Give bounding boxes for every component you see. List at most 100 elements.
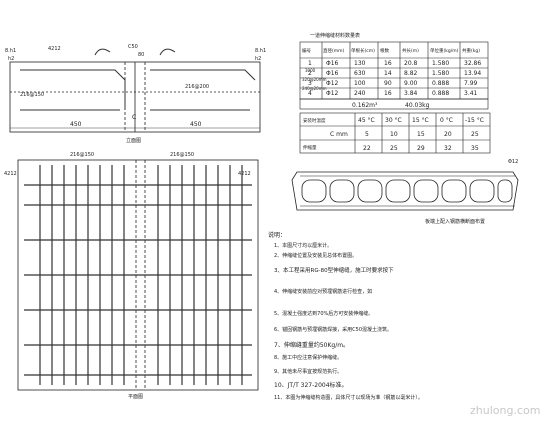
elev-center-mark: C — [132, 114, 136, 121]
schedule-cell: 100 — [354, 80, 366, 87]
schedule-cell: 3 — [308, 80, 312, 87]
temp-cell: 10 — [390, 131, 398, 138]
schedule-cell: 630 — [354, 70, 366, 77]
plan-label-4212-left: 4212 — [4, 171, 17, 177]
elev-label-216-200: 216@200 — [185, 84, 209, 90]
plan-view: 216@150 216@150 4212 4212 平面图 — [4, 152, 259, 400]
schedule-sub-label: 320@20mm — [302, 77, 327, 82]
plan-label-top-left: 216@150 — [70, 152, 94, 158]
elev-label-h1-left: 8.h1 — [5, 48, 16, 54]
temp-cell: 32 — [444, 145, 452, 152]
plan-label-4212-right: 4212 — [238, 171, 251, 177]
note-line: 11、本图为伸缩缝构造图，具体尺寸以现场为准（钢筋以毫米计）。 — [274, 395, 423, 401]
schedule-cell: 1 — [308, 60, 312, 67]
note-line: 8、施工中应注意保护伸缩缝。 — [274, 355, 343, 361]
elev-dim-left: 450 — [70, 121, 82, 128]
note-line: 10、JT/T 327-2004标准。 — [274, 382, 348, 389]
schedule-cell: 130 — [354, 60, 366, 67]
watermark: zhulong.com — [470, 404, 540, 417]
schedule-sub-label: 240@20mm — [302, 86, 327, 91]
material-schedule: 一道伸缩缝材料数量表 编号 直径(mm) 单根长(cm) 根数 共长(m) 单位… — [299, 32, 489, 110]
temp-row-label: C mm — [330, 131, 348, 138]
temp-cell: 35 — [471, 145, 479, 152]
notes-heading: 说明： — [268, 232, 287, 239]
elev-label-h2-left: h2 — [8, 56, 14, 62]
schedule-cell: Φ16 — [326, 70, 339, 77]
schedule-cell: 8.82 — [404, 70, 418, 77]
elev-dim-right: 450 — [190, 121, 202, 128]
schedule-cell: 2 — [308, 70, 312, 77]
temperature-table: 安装时温度 C mm 伸缩量 45 °C 30 °C 15 °C 0 °C -1… — [299, 112, 491, 154]
temp-cell: 30 °C — [385, 117, 402, 124]
plan-label-top-right: 216@150 — [170, 152, 194, 158]
temp-cell: 5 — [365, 131, 369, 138]
schedule-cell: 14 — [384, 70, 392, 77]
elev-label-4212: 4212 — [48, 46, 61, 52]
schedule-cell: Φ12 — [326, 90, 339, 97]
schedule-cell: 7.99 — [464, 80, 478, 87]
schedule-sub-label: 3000 — [305, 68, 316, 73]
schedule-cell: 3.41 — [464, 90, 478, 97]
schedule-total-weight: 40.03kg — [405, 102, 430, 109]
schedule-header-3: 根数 — [380, 47, 389, 54]
schedule-cell: 20.8 — [404, 60, 418, 67]
schedule-cell: 240 — [354, 90, 366, 97]
temp-row-label: 伸缩量 — [303, 144, 317, 151]
elev-label-h2-right: h2 — [255, 56, 261, 62]
note-line: 3、本工程采用RG-80型伸缩缝，施工时要求按下 — [274, 268, 394, 274]
elev-label-c50: C50 — [128, 44, 138, 50]
elevation-view: 8.h1 h2 4212 C50 80 216@150 216@200 8.h1… — [5, 44, 266, 144]
note-line: 5、混凝土强度达到70%后方可安装伸缩缝。 — [274, 311, 374, 317]
schedule-header-4: 共长(m) — [402, 47, 419, 54]
schedule-header-2: 单根长(cm) — [351, 47, 375, 54]
plan-rebar-horizontals — [24, 184, 252, 376]
schedule-cell: Φ12 — [326, 80, 339, 87]
note-line: 6、锚固钢筋与预埋钢筋焊接，采用C50混凝土浇筑。 — [274, 327, 393, 333]
temp-row-label: 安装时温度 — [303, 117, 326, 124]
schedule-grid — [299, 41, 489, 110]
temp-table-grid — [299, 112, 491, 154]
elevation-rebar — [20, 48, 256, 111]
note-line: 1、本图尺寸均以厘米计。 — [274, 243, 333, 249]
schedule-total-volume: 0.162m³ — [352, 102, 378, 109]
schedule-cell: 32.86 — [464, 60, 481, 67]
note-line: 7、伸缩缝重量约50Kg/m。 — [274, 342, 350, 349]
schedule-cell: 13.94 — [464, 70, 481, 77]
elevation-title: 立面图 — [126, 137, 141, 144]
schedule-cell: 9.00 — [404, 80, 418, 87]
note-line: 4、伸缩缝安装前应对预埋钢筋进行检查，如 — [274, 289, 373, 295]
schedule-cell: 4 — [308, 90, 312, 97]
elev-label-h1-right: 8.h1 — [255, 48, 266, 54]
schedule-cell: 90 — [384, 80, 392, 87]
temp-cell: 29 — [417, 145, 425, 152]
schedule-cell: 16 — [384, 90, 392, 97]
cross-section-caption: 板端上配入钢筋横断面布置 — [425, 218, 485, 225]
temp-cell: 22 — [363, 145, 371, 152]
schedule-cell: 3.84 — [404, 90, 418, 97]
note-line: 2、伸缩缝位置及安装见总体布置图。 — [274, 253, 358, 259]
plan-title: 平面图 — [128, 394, 143, 400]
temp-cell: 20 — [444, 131, 452, 138]
temp-cell: 15 — [417, 131, 425, 138]
temp-cell: -15 °C — [465, 117, 484, 124]
temp-cell: 15 °C — [412, 117, 429, 124]
schedule-header-0: 编号 — [302, 47, 311, 54]
schedule-cell: 1.580 — [432, 60, 449, 67]
elev-label-216-150: 216@150 — [20, 92, 44, 98]
elev-label-80: 80 — [138, 52, 144, 58]
elevation-deck — [9, 61, 261, 133]
elevation-dimension-lines — [9, 124, 261, 132]
schedule-cell: 0.888 — [432, 80, 449, 87]
concrete-cross-section: Φ12 板端上配入钢筋横断面布置 — [291, 159, 519, 225]
temp-cell: 25 — [471, 131, 479, 138]
schedule-title: 一道伸缩缝材料数量表 — [310, 32, 360, 39]
schedule-cell: 16 — [384, 60, 392, 67]
section-label-top: Φ12 — [508, 159, 518, 165]
schedule-cell: 1.580 — [432, 70, 449, 77]
schedule-cell: Φ16 — [326, 60, 339, 67]
slab-voids — [301, 179, 513, 203]
schedule-header-1: 直径(mm) — [323, 47, 345, 54]
temp-cell: 25 — [390, 145, 398, 152]
